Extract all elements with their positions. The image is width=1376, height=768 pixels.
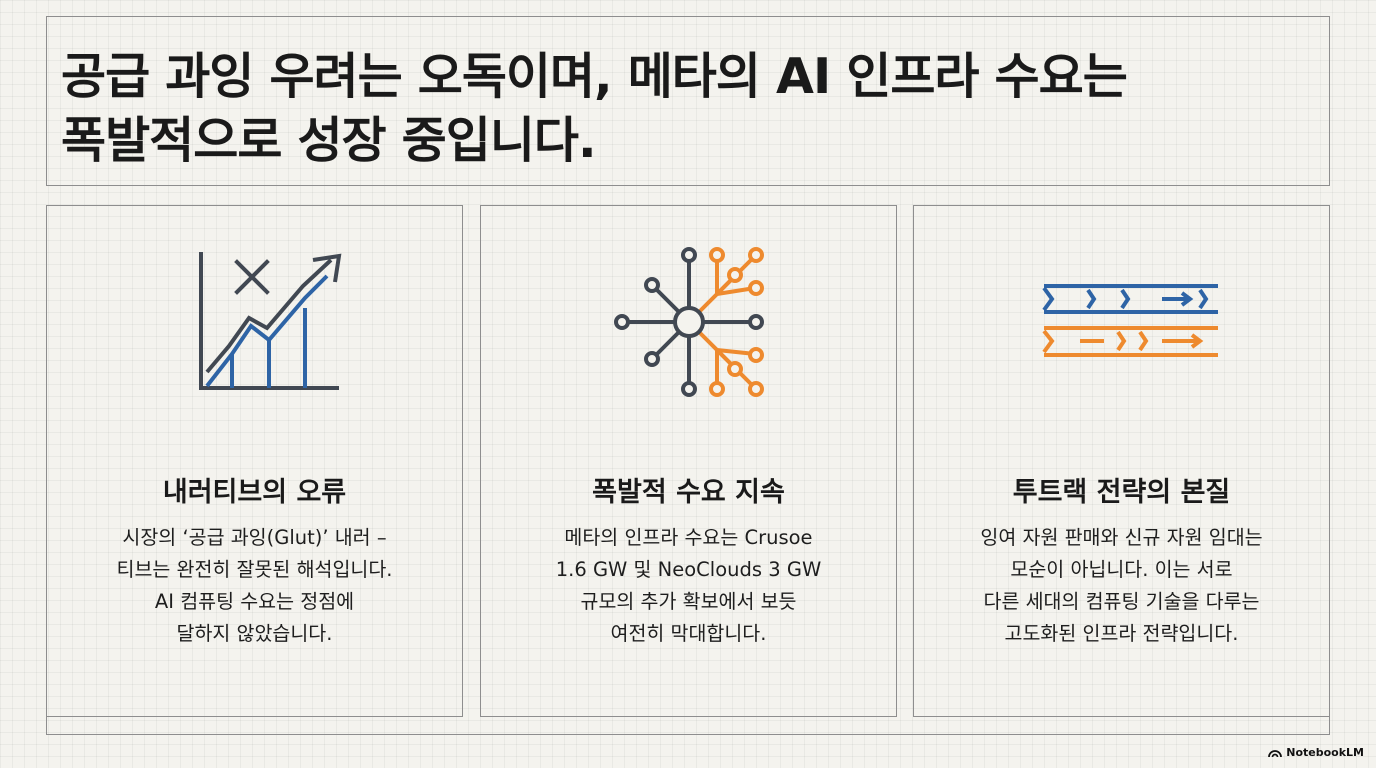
title-box: 공급 과잉 우려는 오독이며, 메타의 AI 인프라 수요는 폭발적으로 성장 … xyxy=(46,16,1330,186)
panel-heading: 투트랙 전략의 본질 xyxy=(1012,477,1231,508)
panel-body-line: 1.6 GW 및 NeoClouds 3 GW xyxy=(555,558,822,581)
page-title-line-2: 폭발적으로 성장 중입니다. xyxy=(61,112,597,169)
network-hub-icon xyxy=(589,242,789,412)
panel-heading: 폭발적 수요 지속 xyxy=(592,477,785,508)
panel-body-line: 메타의 인프라 수요는 Crusoe xyxy=(564,526,813,549)
panel-two-track-strategy: 투트랙 전략의 본질 잉여 자원 판매와 신규 자원 임대는 모순이 아닙니다.… xyxy=(913,205,1330,717)
brand-mark: NotebookLM xyxy=(1268,746,1364,759)
bottom-border xyxy=(46,734,1330,735)
declining-then-rising-chart-icon xyxy=(155,242,355,412)
panel-body-line: AI 컴퓨팅 수요는 정점에 xyxy=(154,590,355,613)
dual-track-arrows-icon xyxy=(1022,242,1222,412)
panel-body-line: 모순이 아닙니다. 이는 서로 xyxy=(1010,558,1233,581)
panel-narrative-error: 내러티브의 오류 시장의 ‘공급 과잉(Glut)’ 내러 – 티브는 완전히 … xyxy=(46,205,463,717)
panel-body: 시장의 ‘공급 과잉(Glut)’ 내러 – 티브는 완전히 잘못된 해석입니다… xyxy=(57,522,452,650)
panel-body-line: 여전히 막대합니다. xyxy=(610,622,767,645)
left-border-extension xyxy=(46,717,47,735)
page-title-line-1: 공급 과잉 우려는 오독이며, 메타의 AI 인프라 수요는 xyxy=(61,48,1128,105)
panel-body-line: 시장의 ‘공급 과잉(Glut)’ 내러 – xyxy=(122,526,387,549)
panel-heading: 내러티브의 오류 xyxy=(162,477,347,508)
panel-body-line: 잉여 자원 판매와 신규 자원 임대는 xyxy=(980,526,1263,549)
brand-label: NotebookLM xyxy=(1286,746,1364,759)
page-title: 공급 과잉 우려는 오독이며, 메타의 AI 인프라 수요는 폭발적으로 성장 … xyxy=(61,45,1281,173)
panel-body-line: 달하지 않았습니다. xyxy=(176,622,333,645)
panel-body: 잉여 자원 판매와 신규 자원 임대는 모순이 아닙니다. 이는 서로 다른 세… xyxy=(924,522,1319,650)
panel-body-line: 고도화된 인프라 전략입니다. xyxy=(1004,622,1239,645)
panel-body: 메타의 인프라 수요는 Crusoe 1.6 GW 및 NeoClouds 3 … xyxy=(491,522,886,650)
panel-explosive-demand: 폭발적 수요 지속 메타의 인프라 수요는 Crusoe 1.6 GW 및 Ne… xyxy=(480,205,897,717)
right-border-extension xyxy=(1329,717,1330,735)
panel-body-line: 티브는 완전히 잘못된 해석입니다. xyxy=(116,558,393,581)
panel-body-line: 규모의 추가 확보에서 보듯 xyxy=(580,590,797,613)
panel-body-line: 다른 세대의 컴퓨팅 기술을 다루는 xyxy=(983,590,1260,613)
notebooklm-logo-icon xyxy=(1268,748,1283,758)
